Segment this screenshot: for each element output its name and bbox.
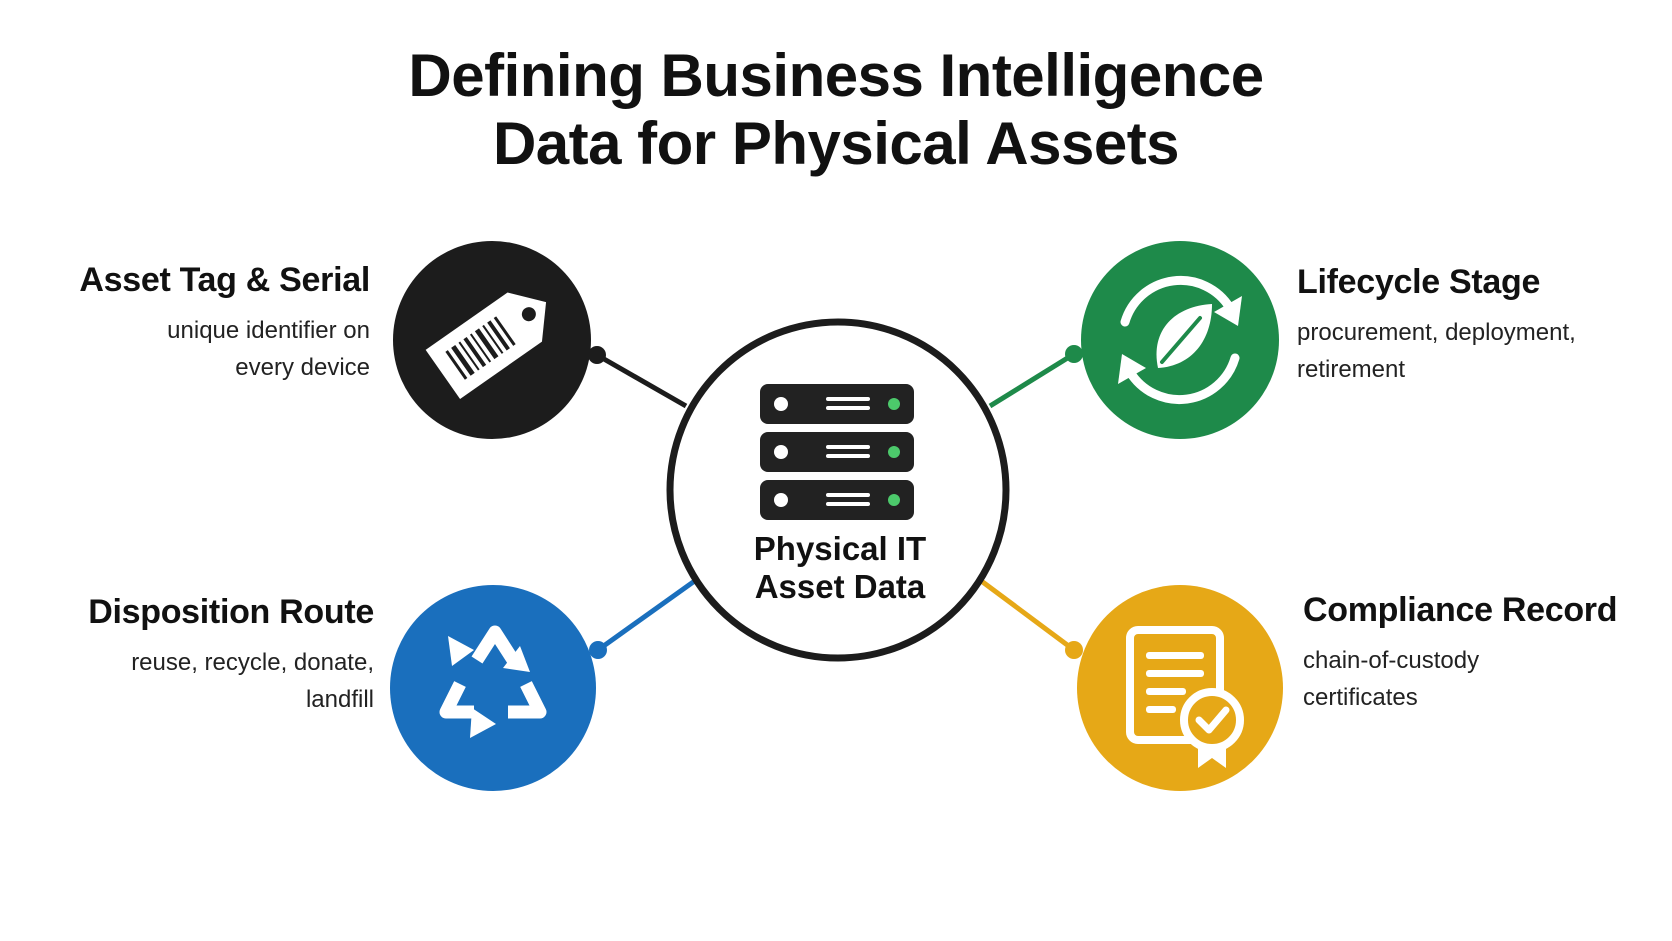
label-compliance: Compliance Record chain-of-custody certi… (1303, 590, 1663, 716)
center-label-line-1: Physical IT (753, 530, 927, 567)
leaf-icon (1156, 304, 1212, 368)
node-disposition (390, 585, 596, 791)
disposition-title: Disposition Route (88, 593, 374, 631)
lifecycle-title: Lifecycle Stage (1297, 263, 1541, 301)
tag-barcode-icon (425, 292, 547, 399)
title-line-2: Data for Physical Assets (492, 110, 1180, 177)
connector-dot-compliance (1065, 641, 1083, 659)
connector-disposition (596, 577, 698, 653)
leaf-cycle-icon (1118, 275, 1242, 405)
center-label-line-2: Asset Data (754, 568, 926, 605)
title-line-1: Defining Business Intelligence (408, 42, 1264, 109)
page-title: Defining Business Intelligence Data for … (0, 42, 1672, 178)
lifecycle-description: procurement, deployment, retirement (1297, 319, 1576, 383)
recycle-icon (439, 625, 547, 719)
connector-dot-disposition (589, 641, 607, 659)
connector-asset-tag (595, 352, 688, 409)
connectors (588, 345, 1083, 659)
connector-dot-lifecycle (1065, 345, 1083, 363)
certificate-icon (1126, 626, 1244, 768)
asset-tag-description: unique identifier on every device (167, 317, 370, 381)
connector-dot-asset-tag (588, 346, 606, 364)
connector-lifecycle (988, 351, 1076, 409)
label-asset-tag: Asset Tag & Serial unique identifier on … (20, 260, 370, 386)
connector-compliance (978, 577, 1076, 653)
compliance-description: chain-of-custody certificates (1303, 647, 1480, 711)
node-asset-tag (393, 241, 591, 439)
label-disposition: Disposition Route reuse, recycle, donate… (20, 592, 374, 718)
recycle-arrowheads (448, 636, 530, 738)
asset-tag-title: Asset Tag & Serial (79, 261, 370, 299)
node-lifecycle (1081, 241, 1279, 439)
disposition-description: reuse, recycle, donate, landfill (131, 649, 374, 713)
compliance-title: Compliance Record (1303, 591, 1618, 629)
server-rack-icon (760, 384, 914, 520)
center-hub (666, 318, 1010, 662)
center-hub-label: Physical IT Asset Data (680, 530, 1000, 606)
node-compliance (1077, 585, 1283, 791)
label-lifecycle: Lifecycle Stage procurement, deployment,… (1297, 262, 1667, 388)
